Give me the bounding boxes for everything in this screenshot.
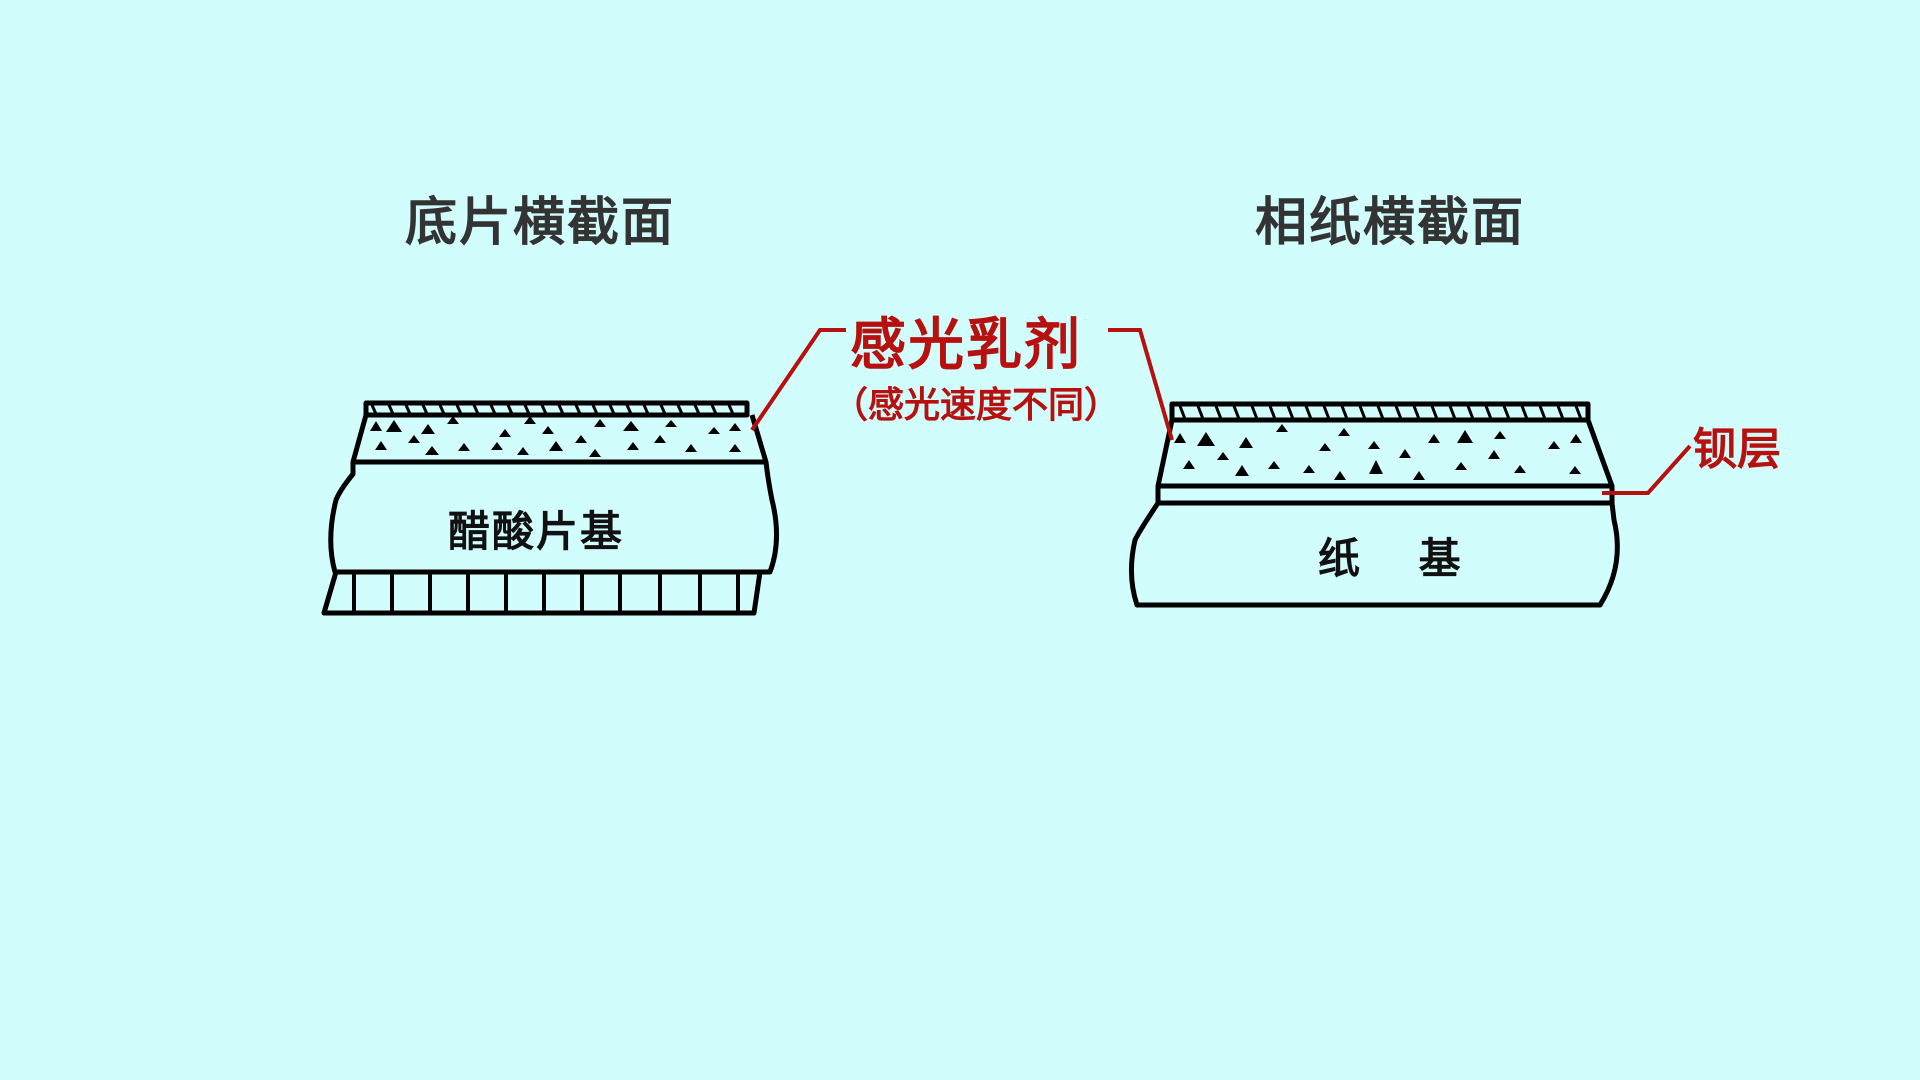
film-emulsion-layer (350, 414, 769, 465)
film-silver-grains (370, 416, 741, 457)
emulsion-leader-right (1108, 328, 1174, 441)
baryta-layer-label: 钡层 (1693, 424, 1781, 475)
paper-baryta-layer (1155, 486, 1615, 506)
paper-emulsion-layer (1155, 419, 1615, 489)
film-backing-layer (321, 571, 763, 616)
emulsion-leader-left (750, 328, 846, 432)
paper-protective-layer (1169, 401, 1591, 423)
paper-base (1128, 501, 1620, 608)
film-cross-section-title: 底片横截面 (405, 193, 676, 253)
film-diagram (321, 400, 780, 616)
paper-silver-grains (1174, 424, 1582, 480)
leader-lines (750, 328, 1692, 495)
emulsion-label: 感光乳剂 (850, 313, 1082, 378)
emulsion-note-label: （感光速度不同） (832, 385, 1121, 426)
film-base-label: 醋酸片基 (448, 507, 625, 556)
film-protective-layer (363, 400, 750, 418)
baryta-leader (1602, 444, 1692, 495)
paper-base-label: 纸 基 (1318, 534, 1483, 583)
paper-cross-section-title: 相纸横截面 (1255, 193, 1526, 253)
